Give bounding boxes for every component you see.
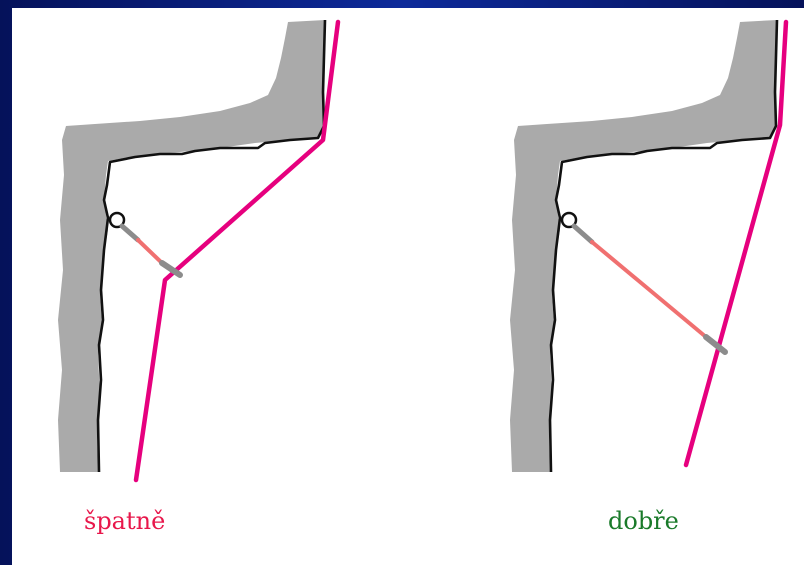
carabiner-top-left	[119, 223, 141, 243]
carabiner-rope-left	[159, 260, 183, 278]
diagram-bad	[56, 18, 341, 483]
caption-good: dobře	[608, 507, 679, 535]
rock-face-left	[56, 18, 327, 474]
bolt-right	[560, 211, 578, 229]
carabiner-rope-right	[703, 334, 728, 355]
carabiner-top-right	[571, 223, 595, 245]
slide-panel	[12, 8, 804, 565]
rope-left	[133, 19, 341, 483]
sling-right	[590, 240, 708, 339]
diagram-good	[508, 18, 789, 474]
rope-right	[683, 19, 789, 468]
caption-bad: špatně	[84, 507, 166, 535]
sling-left	[136, 238, 164, 265]
rock-face-right	[508, 18, 779, 474]
bolt-left	[108, 211, 126, 229]
